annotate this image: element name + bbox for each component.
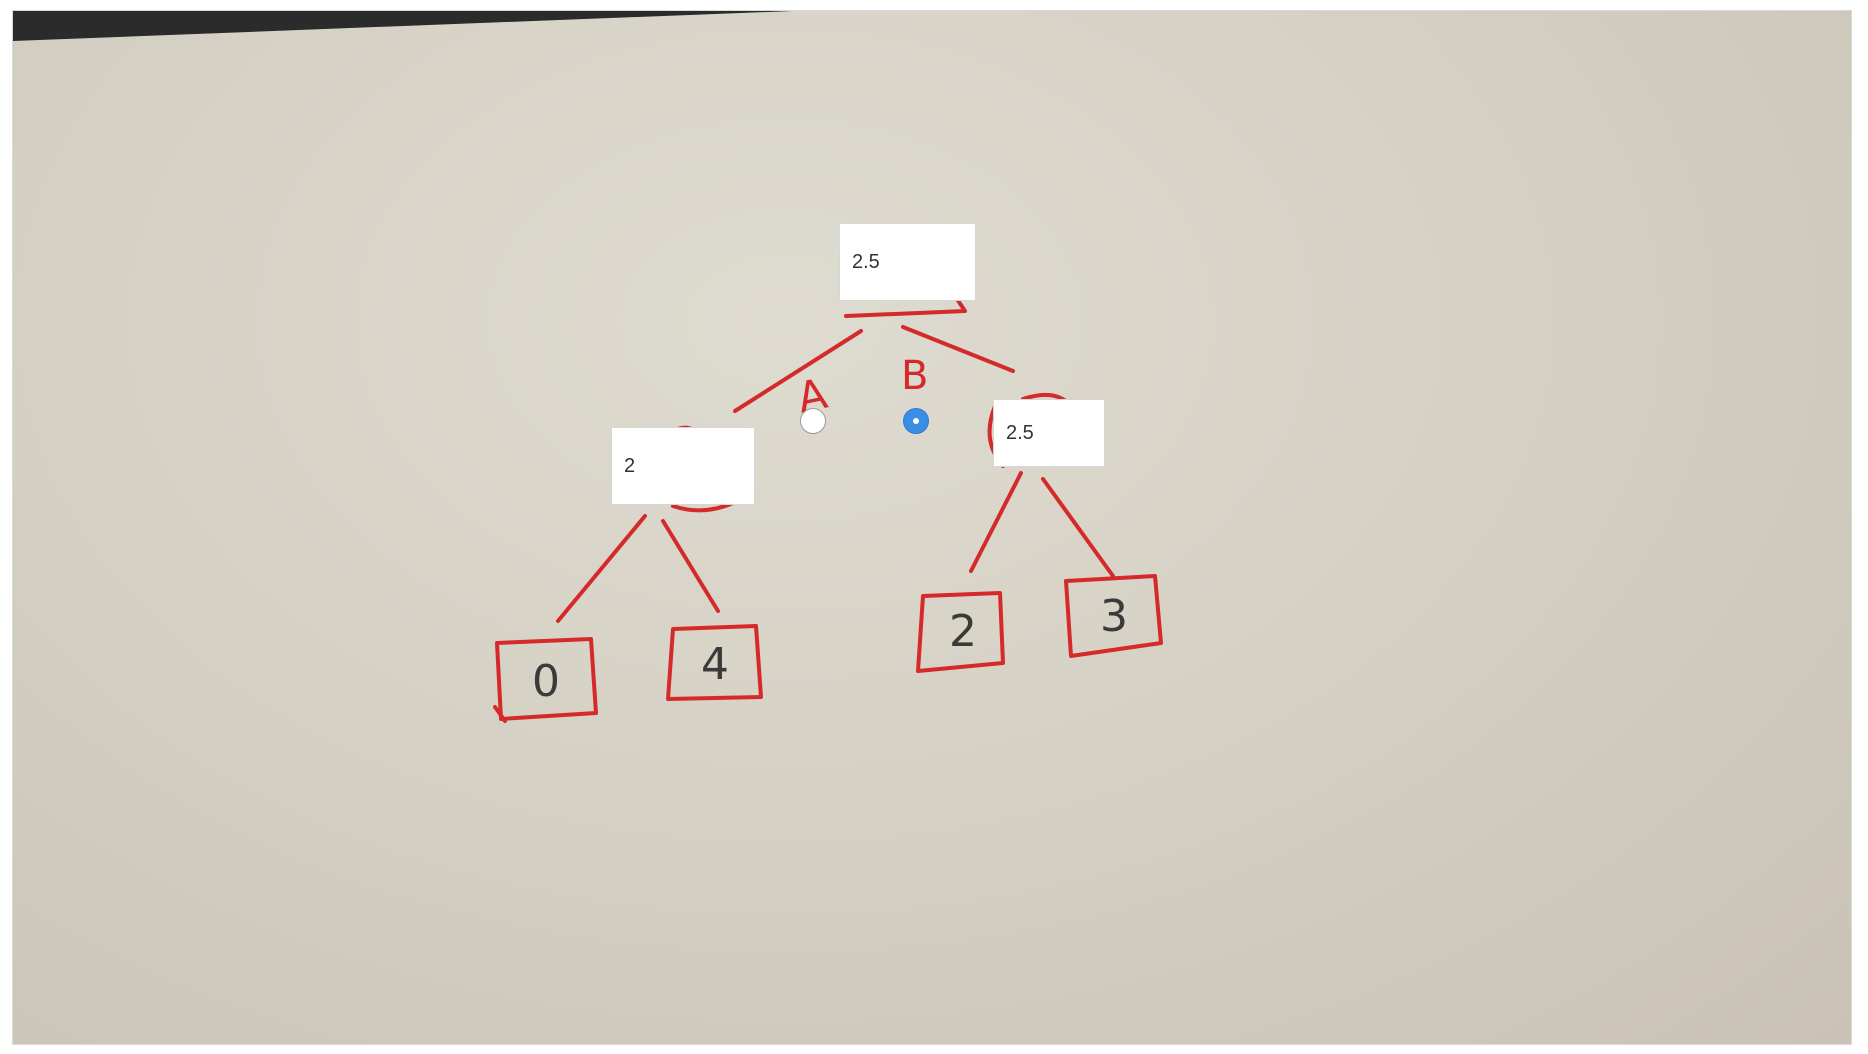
edge-right-leaf-3	[1041, 477, 1115, 578]
edge-left-leaf-4	[661, 519, 720, 613]
left-node-value-input[interactable]: 2	[611, 427, 755, 505]
leaf-box-3	[1064, 574, 1163, 658]
root-node-shape	[844, 297, 967, 318]
edge-right-leaf-2	[969, 471, 1023, 573]
edge-root-a	[733, 329, 863, 413]
edge-left-leaf-0	[556, 514, 647, 623]
leaf-value-4: 4	[701, 639, 729, 690]
root-value-input[interactable]: 2.5	[839, 223, 976, 301]
leaf-value-3: 3	[1100, 591, 1128, 642]
choice-b-radio[interactable]	[903, 408, 929, 434]
leaf-box-4	[666, 624, 763, 701]
leaf-value-2: 2	[949, 606, 977, 657]
leaf-box-0	[493, 637, 598, 723]
leaf-box-2	[916, 591, 1005, 673]
leaf-value-0: 0	[532, 656, 560, 707]
right-node-value-input[interactable]: 2.5	[993, 399, 1105, 467]
edge-root-b	[901, 325, 1015, 373]
paper-edge-shadow	[13, 11, 793, 41]
hand-drawn-tree: A B 0 4 2 3	[493, 297, 1163, 723]
drawing-frame: A B 0 4 2 3 2.5 2 2.5	[12, 10, 1852, 1045]
radio-selected-dot	[913, 418, 919, 424]
choice-a-radio[interactable]	[800, 408, 826, 434]
branch-label-b: B	[901, 353, 928, 399]
